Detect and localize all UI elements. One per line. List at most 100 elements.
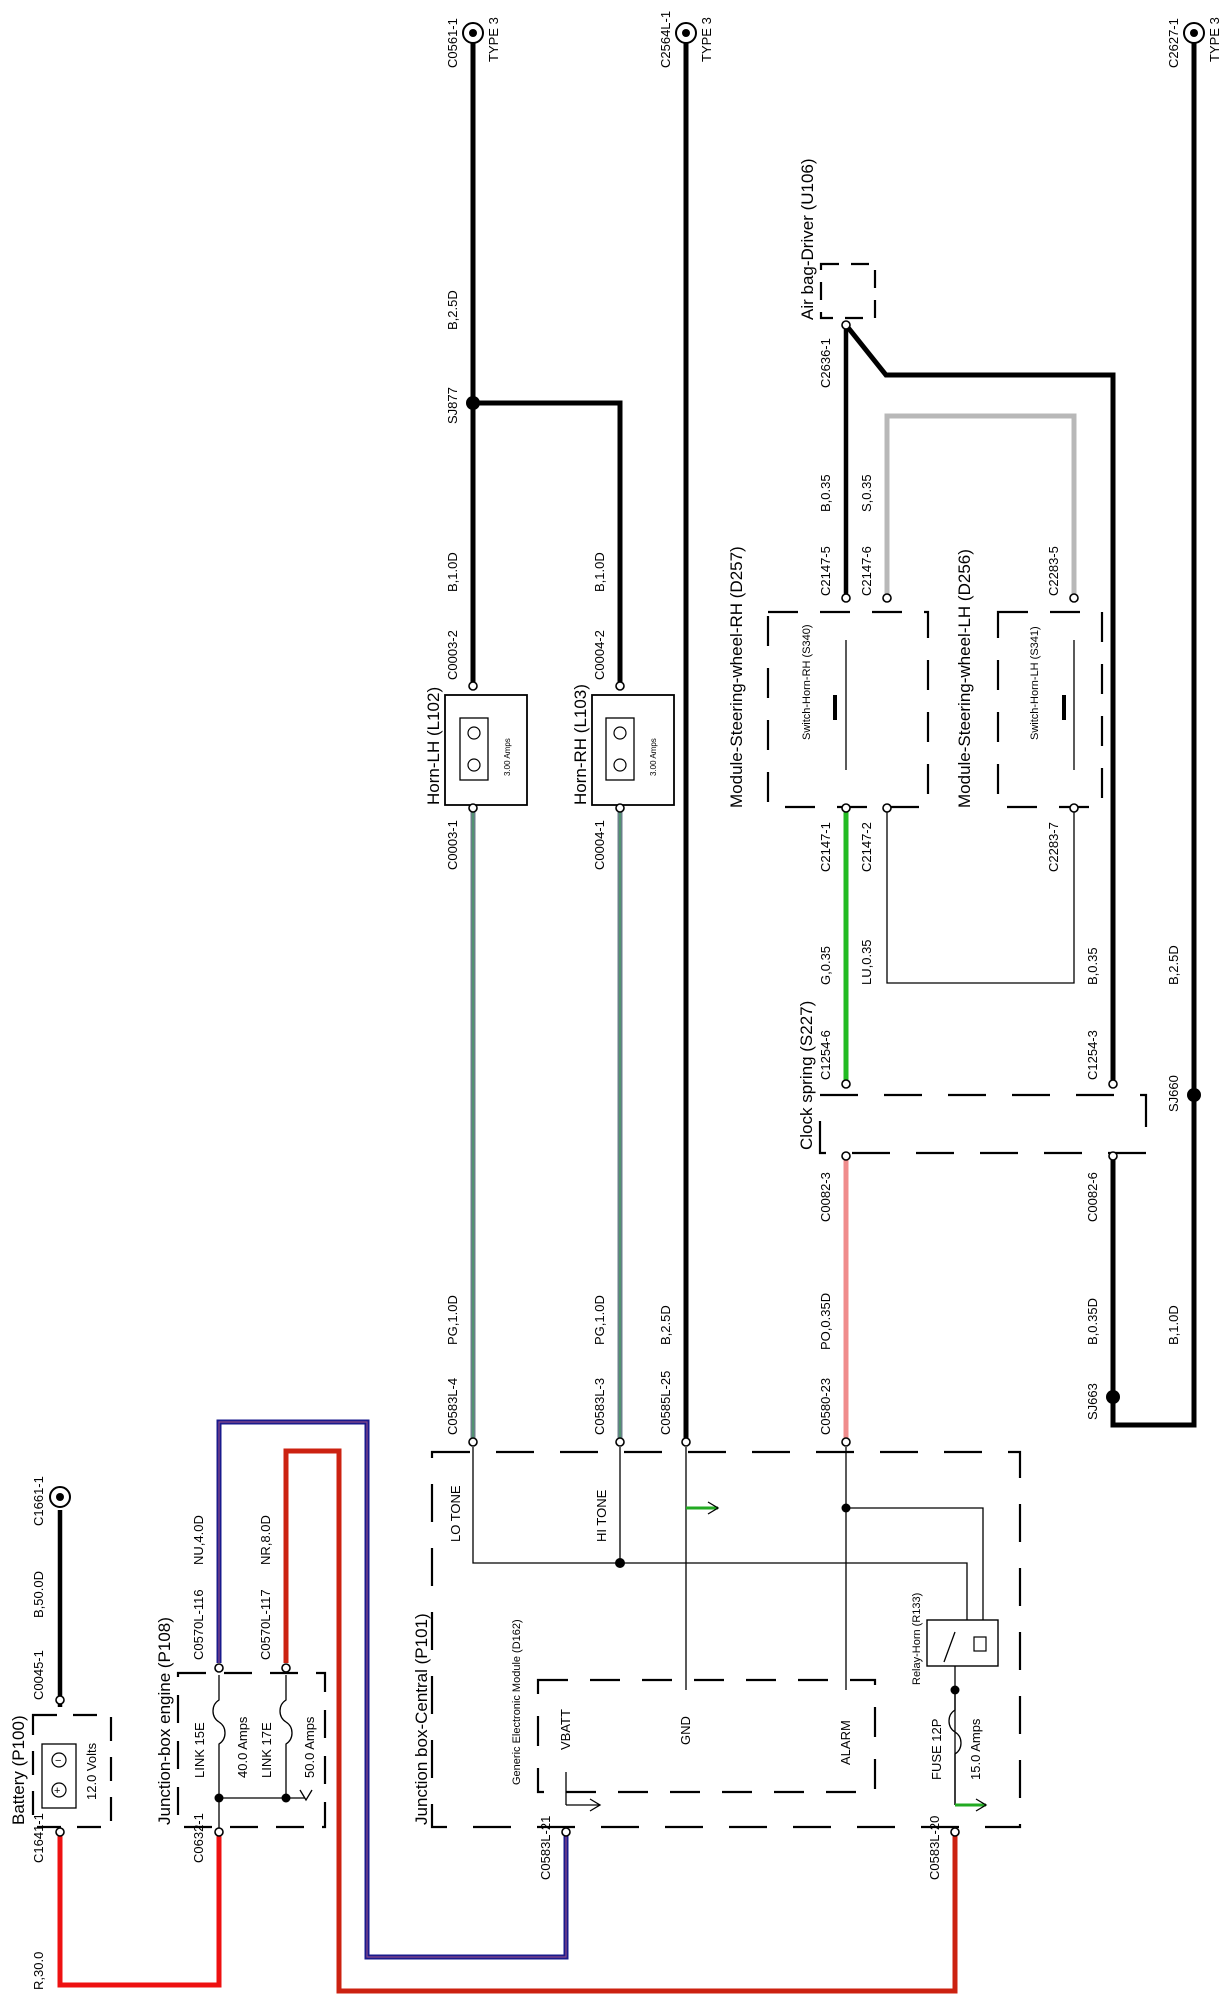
module-rh-title: Module-Steering-wheel-RH (D257) (727, 546, 746, 808)
conn-c0583-21: C0583L-21 (538, 1816, 553, 1880)
gnd-label: GND (678, 1716, 693, 1745)
wire-b1-bottom (1110, 33, 1197, 1428)
wire-label-g: G,0.35 (818, 946, 833, 985)
conn-c0580-23: C0580-23 (818, 1378, 833, 1435)
clock-spring-box (818, 1093, 1148, 1155)
battery-title: Battery (P100) (9, 1715, 28, 1825)
wire-label-b25-right: B,2.5D (1166, 945, 1181, 985)
ground-c1661-label: C1661-1 (31, 1476, 46, 1526)
splice-sj660-label: SJ660 (1166, 1075, 1181, 1112)
airbag-box (819, 262, 877, 320)
jbox-central-title: Junction box-Central (P101) (412, 1613, 431, 1825)
fuse-12p-symbol (948, 1690, 962, 1805)
conn-c0082-3: C0082-3 (818, 1172, 833, 1222)
conn-c0632: C0632-1 (191, 1813, 206, 1863)
conn-c2147-2: C2147-2 (859, 822, 874, 872)
conn-c0570-117: C0570L-117 (258, 1589, 273, 1660)
splice-sj663 (1106, 1390, 1120, 1404)
ground-c1661 (49, 1486, 71, 1508)
wire-b1-rh (473, 400, 623, 686)
ground-c2627-label: C2627-1 (1166, 18, 1181, 68)
gem-box (536, 1678, 877, 1794)
conn-c2283-5: C2283-5 (1046, 546, 1061, 596)
horn-rh-title: Horn-RH (L103) (571, 684, 590, 805)
wire-nu4-tracer (218, 1421, 567, 1958)
splice-sj660 (1187, 1088, 1201, 1102)
wire-r30 (57, 1832, 222, 1988)
relay-horn-symbol (926, 1619, 999, 1667)
conn-c1254-3: C1254-3 (1085, 1030, 1100, 1080)
ground-c2564-label: C2564L-1 (658, 11, 673, 68)
module-lh-title: Module-Steering-wheel-LH (D256) (955, 549, 974, 808)
alarm-junction (841, 1503, 851, 1513)
horn-lh-term1 (467, 726, 481, 740)
wire-nr8 (283, 1448, 958, 1994)
horn-rh-term1 (613, 726, 627, 740)
conn-c2636: C2636-1 (818, 338, 833, 388)
conn-c0003-2: C0003-2 (445, 630, 460, 680)
ground-c2627 (1183, 22, 1205, 44)
ground-c0561-label: C0561-1 (445, 18, 460, 68)
conn-c0003-1: C0003-1 (445, 820, 460, 870)
splice-sj663-label: SJ663 (1085, 1383, 1100, 1420)
wire-lu (886, 808, 1075, 984)
internal-alarm-relay (846, 1507, 984, 1628)
conn-c0004-1: C0004-1 (592, 820, 607, 870)
conn-c0583-4: C0583L-4 (445, 1378, 460, 1435)
wire-s035 (884, 413, 1077, 598)
jbox-central-box (430, 1450, 1022, 1829)
link1-label: LINK 15E (192, 1722, 207, 1778)
conn-c0045: C0045-1 (31, 1650, 46, 1700)
ground-c2564-type: TYPE 3 (699, 17, 714, 62)
wire-label-b25-top: B,2.5D (445, 290, 460, 330)
alarm-label: ALARM (838, 1720, 853, 1765)
battery-rating: 12.0 Volts (84, 1742, 99, 1800)
relay-label: Relay-Horn (R133) (911, 1593, 923, 1685)
conn-c1254-6: C1254-6 (818, 1030, 833, 1080)
ground-c2564 (675, 22, 697, 44)
splice-sj877-label: SJ877 (445, 387, 460, 424)
wire-label-nu4: NU,4.0D (191, 1515, 206, 1565)
battery-plus-circle (51, 1782, 67, 1798)
horn-lh-term2 (467, 758, 481, 772)
fuse-rating: 15.0 Amps (968, 1718, 983, 1780)
wire-label-b1-rh: B,1.0D (592, 552, 607, 592)
vbatt-label: VBATT (558, 1709, 573, 1750)
link2-rating: 50.0 Amps (302, 1716, 317, 1778)
airbag-title: Air bag-Driver (U106) (798, 158, 817, 320)
conn-c2147-6: C2147-6 (859, 546, 874, 596)
hi-tone-label: HI TONE (594, 1489, 609, 1542)
module-lh-box (996, 610, 1104, 809)
splice-sj877 (466, 396, 480, 410)
gnd-stub-arrow (707, 1501, 720, 1515)
conn-c0583-3: C0583L-3 (592, 1378, 607, 1435)
jbox-engine-box (176, 1671, 327, 1829)
battery-plus: + (54, 1785, 60, 1797)
wire-label-lu: LU,0.35 (859, 939, 874, 985)
engine-bus-junction2 (281, 1793, 291, 1803)
wire-b25-right (844, 323, 1116, 1084)
wire-label-nr8: NR,8.0D (258, 1515, 273, 1565)
battery-minus: − (55, 1755, 61, 1767)
wire-label-b1-lh: B,1.0D (445, 552, 460, 592)
link1-rating: 40.0 Amps (235, 1716, 250, 1778)
wire-label-pg-lh: PG,1.0D (445, 1295, 460, 1345)
module-rh-box (766, 610, 930, 809)
wire-label-b035d: B,0.35D (1085, 1298, 1100, 1345)
switch-rh-label: Switch-Horn-RH (S340) (801, 624, 813, 740)
horn-rh-term2 (613, 758, 627, 772)
gem-label: Generic Electronic Module (D162) (511, 1619, 523, 1785)
relay-contact (943, 1631, 956, 1663)
clock-spring-title: Clock spring (S227) (797, 1001, 816, 1150)
conn-c0082-6: C0082-6 (1085, 1172, 1100, 1222)
ground-c0561-type: TYPE 3 (486, 17, 501, 62)
wire-label-pg-rh: PG,1.0D (592, 1295, 607, 1345)
internal-lo-tone (472, 1447, 968, 1628)
conn-c0570-116: C0570L-116 (191, 1589, 206, 1660)
wire-label-b035-lh: B,0.35 (1085, 947, 1100, 985)
lo-tone-label: LO TONE (448, 1485, 463, 1542)
conn-c0585-25: C0585L-25 (658, 1371, 673, 1435)
horn-lh-rating: 3.00 Amps (503, 738, 512, 776)
wire-label-po: PO,0.35D (818, 1293, 833, 1350)
